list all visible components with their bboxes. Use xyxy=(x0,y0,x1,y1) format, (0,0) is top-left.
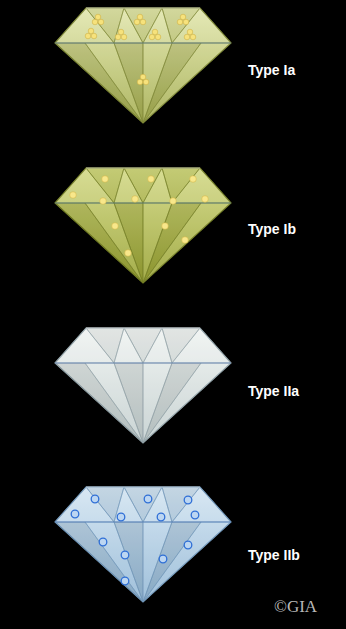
boron-atom xyxy=(159,555,167,563)
boron-atom xyxy=(191,511,199,519)
girdle-line xyxy=(55,362,231,363)
pavilion-facet xyxy=(85,43,143,123)
nitrogen-atom xyxy=(134,19,140,25)
pavilion-facet xyxy=(85,522,143,602)
pavilion-facet xyxy=(143,522,231,602)
pavilion-facet xyxy=(143,203,231,283)
pavilion-facet xyxy=(143,43,231,123)
nitrogen-atom xyxy=(143,79,149,85)
boron-atom xyxy=(184,496,192,504)
pavilion-facet xyxy=(85,203,143,283)
diamond-outline xyxy=(55,8,231,123)
nitrogen-atom xyxy=(92,19,98,25)
nitrogen-atom xyxy=(184,34,190,40)
copyright-watermark: ©GIA xyxy=(274,597,317,617)
pavilion-facet xyxy=(55,363,143,443)
nitrogen-atom xyxy=(162,223,169,230)
nitrogen-atom xyxy=(98,19,104,25)
crown-facet xyxy=(86,487,124,522)
nitrogen-atom xyxy=(177,19,183,25)
nitrogen-atom xyxy=(88,28,94,34)
pavilion-facet xyxy=(114,43,143,123)
boron-atom xyxy=(184,541,192,549)
nitrogen-atom xyxy=(148,176,155,183)
nitrogen-atom xyxy=(137,79,143,85)
nitrogen-atom xyxy=(182,237,189,244)
nitrogen-atom xyxy=(152,29,158,35)
nitrogen-atom xyxy=(190,176,197,183)
pavilion-facet xyxy=(143,363,231,443)
girdle-line xyxy=(55,202,231,203)
boron-atom xyxy=(121,577,129,585)
nitrogen-atom xyxy=(132,196,139,203)
crown-facet xyxy=(172,168,231,203)
nitrogen-atom xyxy=(155,34,161,40)
table-edge xyxy=(86,7,200,8)
table-edge xyxy=(86,486,200,487)
nitrogen-atom xyxy=(95,14,101,20)
crown-facet xyxy=(172,328,231,363)
type-label: Type Ia xyxy=(248,62,295,78)
nitrogen-atom xyxy=(137,14,143,20)
boron-atom xyxy=(71,510,79,518)
pavilion-facet xyxy=(114,363,143,443)
nitrogen-atom xyxy=(183,19,189,25)
boron-atom xyxy=(91,495,99,503)
diamond-outline xyxy=(55,328,231,443)
nitrogen-atom xyxy=(170,198,177,205)
diamond-figure xyxy=(55,328,231,443)
pavilion-facet xyxy=(55,522,143,602)
nitrogen-atom xyxy=(70,192,77,199)
pavilion-facet xyxy=(114,203,143,283)
crown-facet xyxy=(86,8,124,43)
nitrogen-atom xyxy=(115,34,121,40)
diamond-outline xyxy=(55,487,231,602)
pavilion-facet xyxy=(114,522,143,602)
nitrogen-atom xyxy=(202,196,209,203)
nitrogen-atom xyxy=(91,33,97,39)
nitrogen-atom xyxy=(121,34,127,40)
nitrogen-atom xyxy=(190,34,196,40)
nitrogen-atom xyxy=(125,250,132,257)
crown-facet xyxy=(172,487,231,522)
pavilion-facet xyxy=(55,203,143,283)
pavilion-facet xyxy=(85,363,143,443)
type-label: Type IIb xyxy=(248,547,300,563)
nitrogen-atom xyxy=(118,29,124,35)
nitrogen-atom xyxy=(140,19,146,25)
crown-facet xyxy=(172,8,231,43)
nitrogen-atom xyxy=(187,29,193,35)
table-edge xyxy=(86,167,200,168)
nitrogen-atom xyxy=(102,176,109,183)
boron-atom xyxy=(144,495,152,503)
boron-atom xyxy=(121,551,129,559)
diamond-figure xyxy=(55,8,231,123)
diamond-outline xyxy=(55,168,231,283)
nitrogen-atom xyxy=(180,14,186,20)
diamond-figure xyxy=(55,168,231,283)
girdle-line xyxy=(55,42,231,43)
boron-atom xyxy=(117,513,125,521)
pavilion-facet xyxy=(55,43,143,123)
nitrogen-atom xyxy=(149,34,155,40)
girdle-line xyxy=(55,521,231,522)
nitrogen-atom xyxy=(112,223,119,230)
boron-atom xyxy=(99,538,107,546)
nitrogen-atom xyxy=(85,33,91,39)
type-label: Type IIa xyxy=(248,383,299,399)
nitrogen-atom xyxy=(140,74,146,80)
table-edge xyxy=(86,327,200,328)
boron-atom xyxy=(157,513,165,521)
nitrogen-atom xyxy=(100,198,107,205)
type-label: Type Ib xyxy=(248,221,296,237)
diamond-figure xyxy=(55,487,231,602)
